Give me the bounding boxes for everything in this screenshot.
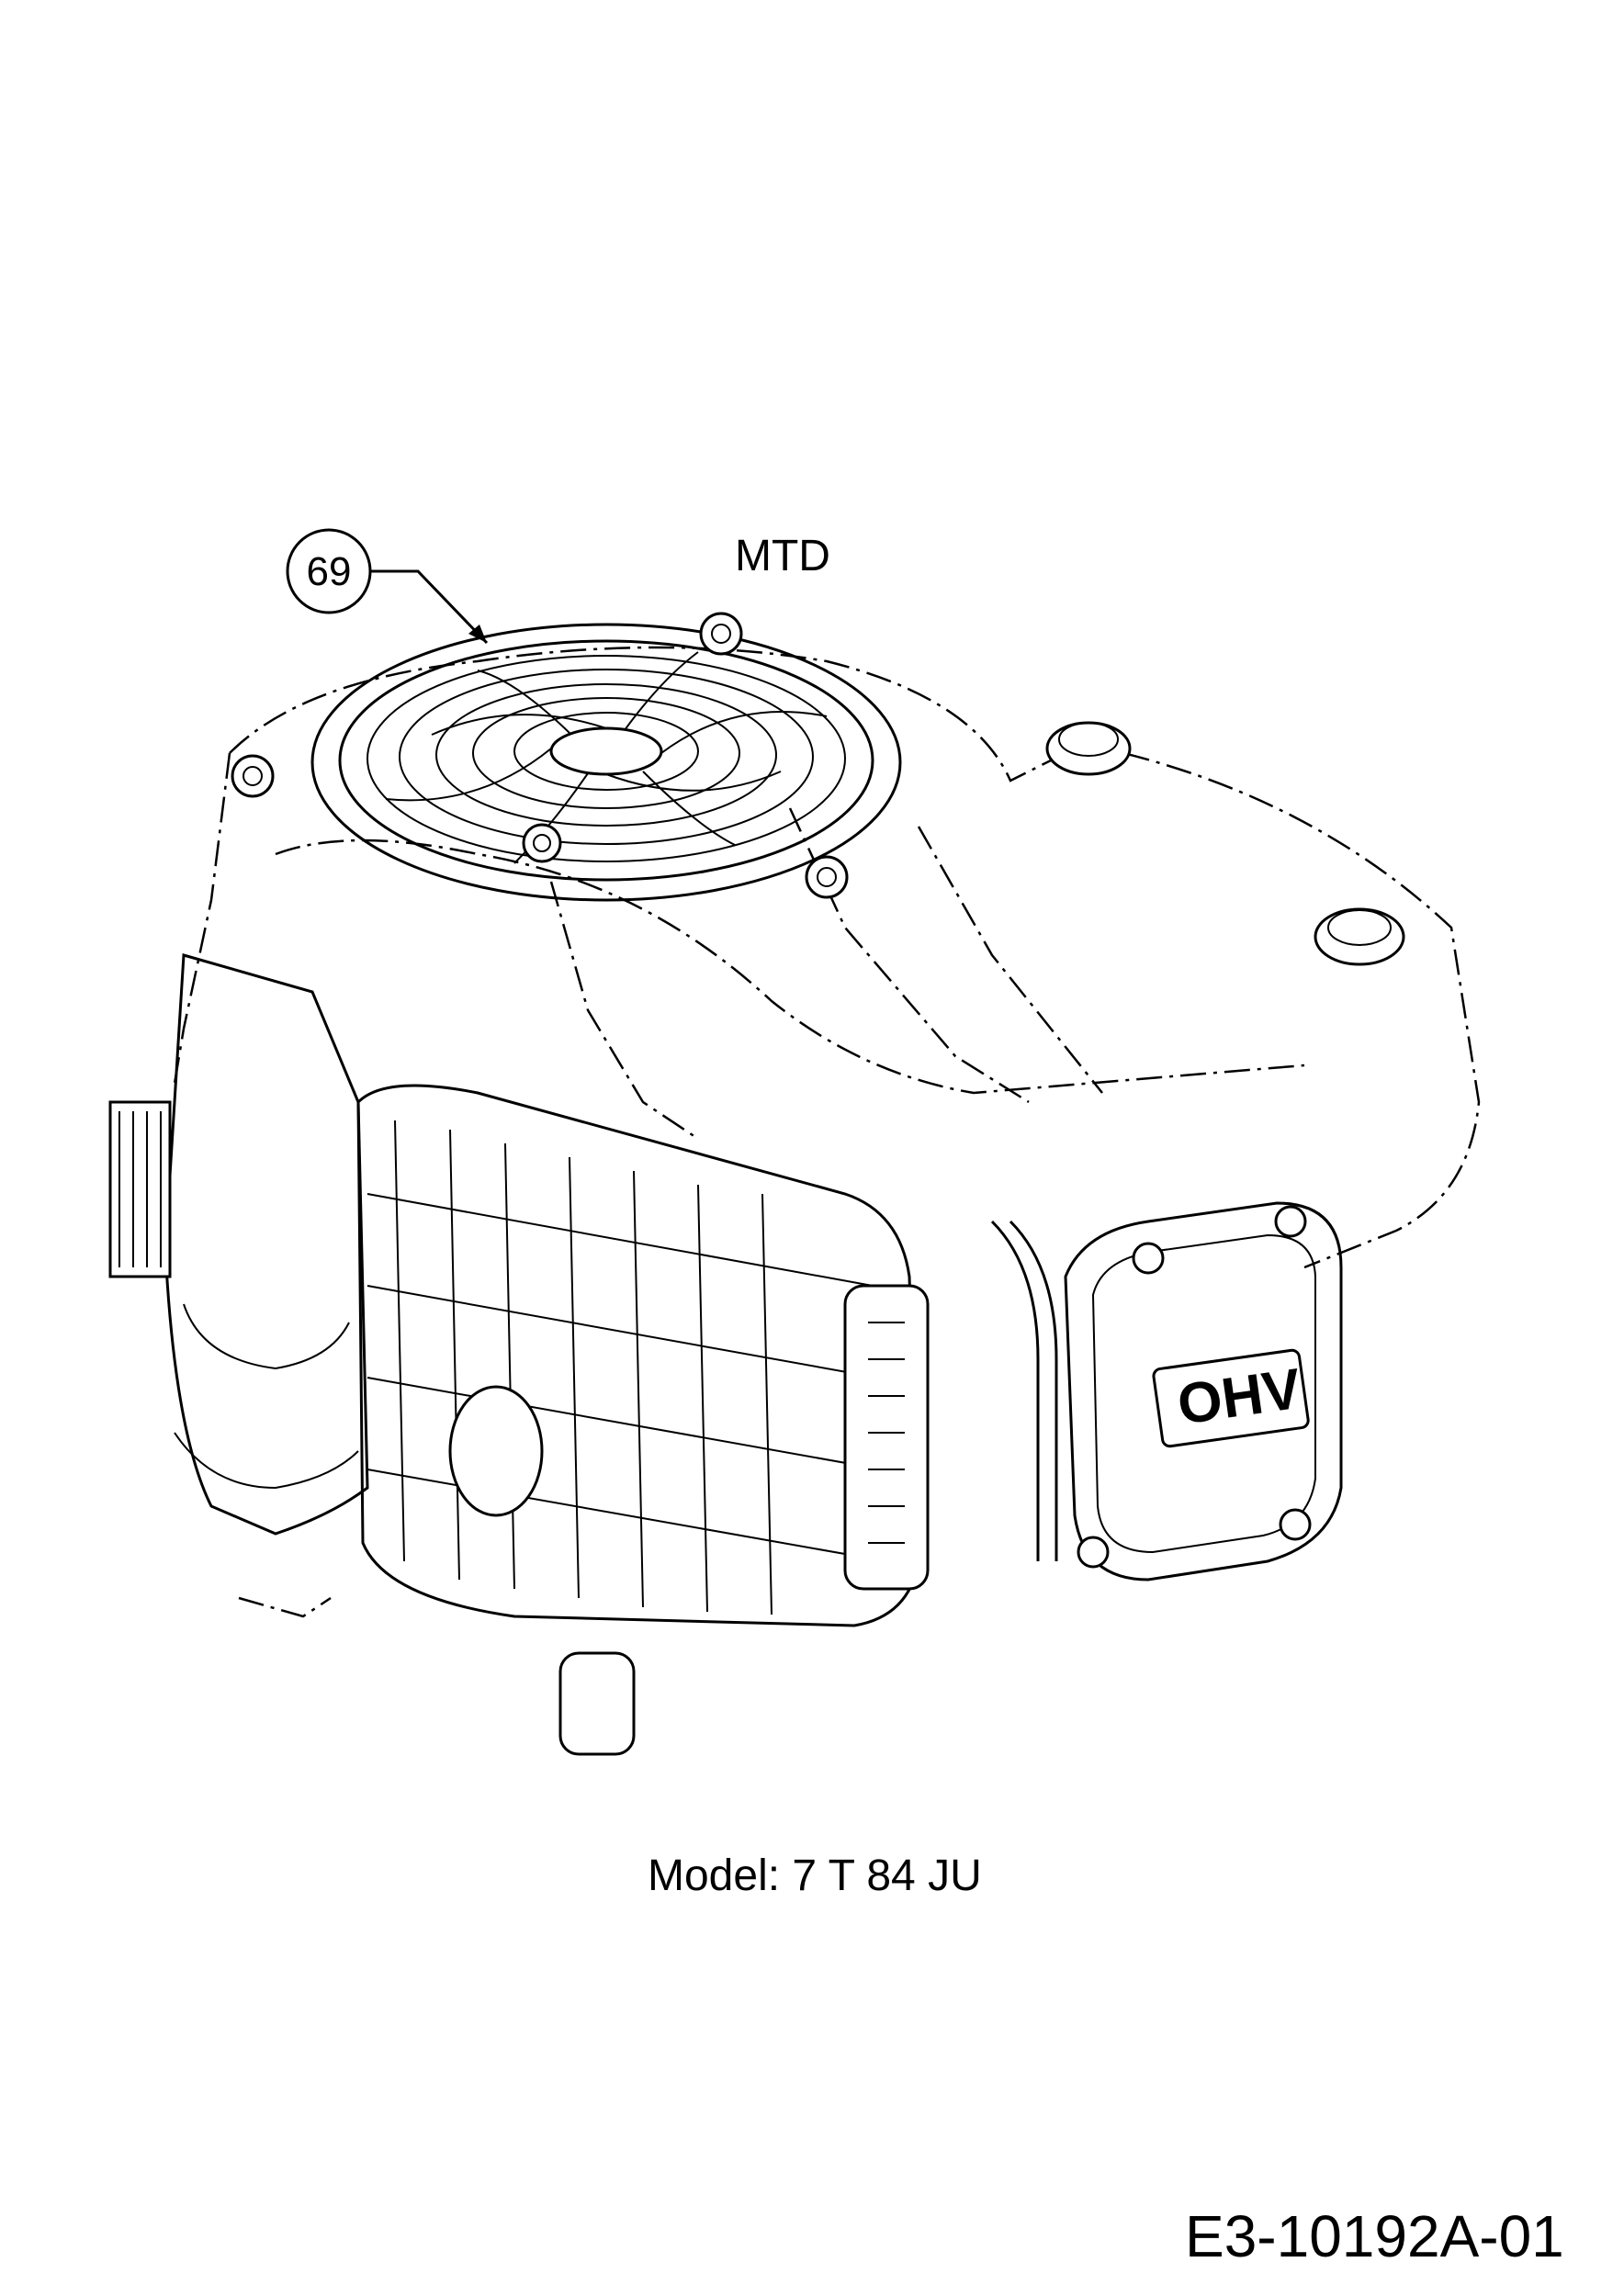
oil-fill-caps [1045,721,1405,966]
brand-label: MTD [735,532,830,580]
model-label: Model: 7 T 84 JU [648,1851,982,1900]
flywheel-fan-screen [310,623,902,902]
callout-number: 69 [307,549,352,594]
callout-69: 69 [286,528,489,645]
muffler-guard [356,1084,930,1756]
valve-cover: OHV [1064,1201,1343,1581]
shroud-bolts [231,612,849,899]
spark-plug-lead [990,1220,1058,1561]
engine-shroud [173,646,1481,1618]
document-number: E3-10192A-01 [1185,2203,1564,2269]
engine-block [108,953,369,1536]
